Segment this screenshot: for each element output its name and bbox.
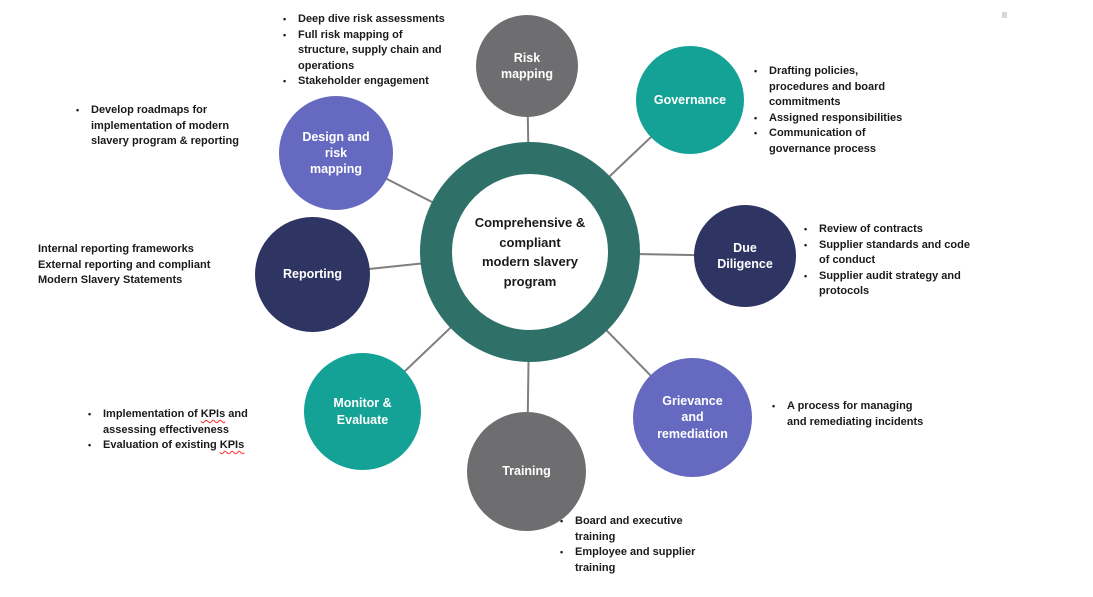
bullet-marker-icon: • [804, 224, 808, 234]
training-annotations: • Board and executive training • Employe… [560, 514, 785, 576]
bullet-marker-icon: • [754, 66, 758, 76]
bullet-marker-icon: • [283, 76, 287, 87]
bullet-marker-icon: • [754, 112, 758, 123]
bullet-text: Evaluation of existing KPIs [103, 438, 244, 454]
node-due-diligence: Due Diligence [694, 205, 796, 307]
bullet-marker-icon: • [283, 14, 287, 24]
list-item: • Employee and supplier training [560, 545, 785, 576]
list-item: • Drafting policies, procedures and boar… [754, 64, 989, 111]
bullet-text: A process for managing and remediating i… [787, 400, 924, 428]
node-training: Training [467, 412, 586, 531]
bullet-text-segment: Evaluation of existing [103, 439, 220, 452]
node-grievance-remediation: Grievance and remediation [633, 358, 752, 477]
reporting-annotations: Internal reporting frameworks External r… [38, 242, 298, 289]
list-item: • Supplier standards and code of conduct [804, 238, 1059, 269]
node-risk-mapping: Risk mapping [476, 15, 578, 117]
monitor-evaluate-annotations: • Implementation of KPIs and assessing e… [88, 407, 343, 454]
annotation-text: Internal reporting frameworks External r… [38, 243, 211, 287]
bullet-marker-icon: • [88, 440, 92, 451]
due-diligence-annotations: • Review of contracts • Supplier standar… [804, 222, 1059, 300]
bullet-text: Communication of governance process [769, 127, 876, 156]
bullet-text: Develop roadmaps for implementation of m… [91, 104, 239, 148]
list-item: • Supplier audit strategy and protocols [804, 269, 1059, 300]
bullet-text: Full risk mapping of structure, supply c… [298, 28, 442, 72]
bullet-text: Implementation of KPIs and assessing eff… [103, 407, 248, 438]
bullet-text-segment: Implementation of [103, 408, 201, 420]
bullet-text: Deep dive risk assessments [298, 13, 445, 25]
hub-circle: Comprehensive & compliant modern slavery… [420, 142, 640, 362]
bullet-marker-icon: • [772, 401, 776, 411]
risk-mapping-annotations: • Deep dive risk assessments • Full risk… [283, 12, 518, 90]
list-item: • Assigned responsibilities [754, 111, 989, 127]
list-item: • Stakeholder engagement [283, 74, 518, 90]
spellcheck-word: KPIs [219, 439, 245, 452]
bullet-text: Employee and supplier training [575, 546, 696, 574]
list-item: • Board and executive training [560, 514, 785, 545]
bullet-text: Supplier audit strategy and protocols [819, 269, 961, 298]
bullet-marker-icon: • [283, 29, 287, 40]
governance-annotations: • Drafting policies, procedures and boar… [754, 64, 989, 158]
list-item: • Evaluation of existing KPIs [88, 438, 343, 454]
hub-label: Comprehensive & compliant modern slavery… [474, 215, 586, 289]
bullet-marker-icon: • [804, 239, 808, 250]
node-grievance-remediation-label: Grievance and remediation [657, 394, 728, 441]
bullet-text-segment: and assessing effectiveness [103, 408, 248, 436]
bullet-marker-icon: • [76, 105, 80, 115]
bullet-marker-icon: • [560, 516, 564, 526]
list-item: • Full risk mapping of structure, supply… [283, 28, 518, 75]
bullet-text: Assigned responsibilities [769, 111, 903, 124]
bullet-text: Drafting policies, procedures and board … [769, 65, 886, 109]
bullet-text: Board and executive training [575, 515, 683, 543]
node-design-risk-mapping-label: Design and risk mapping [302, 129, 370, 177]
bullet-text: Review of contracts [819, 223, 923, 235]
spellcheck-word: KPIs [200, 408, 226, 420]
bullet-marker-icon: • [754, 128, 758, 139]
bullet-marker-icon: • [804, 270, 808, 281]
node-due-diligence-label: Due Diligence [717, 240, 773, 271]
bullet-text: Supplier standards and code of conduct [819, 238, 970, 267]
bullet-text: Stakeholder engagement [298, 75, 429, 88]
node-monitor-evaluate: Monitor & Evaluate [304, 353, 421, 470]
node-reporting-label: Reporting [282, 267, 343, 282]
design-risk-mapping-annotations: • Develop roadmaps for implementation of… [76, 103, 311, 150]
node-monitor-evaluate-label: Monitor & Evaluate [333, 396, 392, 427]
list-item: • Implementation of KPIs and assessing e… [88, 407, 343, 438]
list-item: • Develop roadmaps for implementation of… [76, 103, 311, 150]
node-reporting: Reporting [255, 217, 370, 332]
node-governance: Governance [636, 46, 744, 154]
list-item: • A process for managing and remediating… [772, 399, 1017, 430]
node-training-label: Training [502, 464, 551, 479]
node-governance-label: Governance [653, 92, 727, 107]
bullet-marker-icon: • [88, 409, 92, 419]
grievance-annotations: • A process for managing and remediating… [772, 399, 1017, 430]
list-item: • Deep dive risk assessments [283, 12, 518, 28]
bullet-marker-icon: • [560, 547, 564, 558]
artifact-speck [1002, 12, 1007, 18]
node-risk-mapping-label: Risk mapping [500, 50, 554, 81]
node-design-risk-mapping: Design and risk mapping [279, 96, 393, 210]
list-item: • Communication of governance process [754, 126, 989, 157]
list-item: • Review of contracts [804, 222, 1059, 238]
